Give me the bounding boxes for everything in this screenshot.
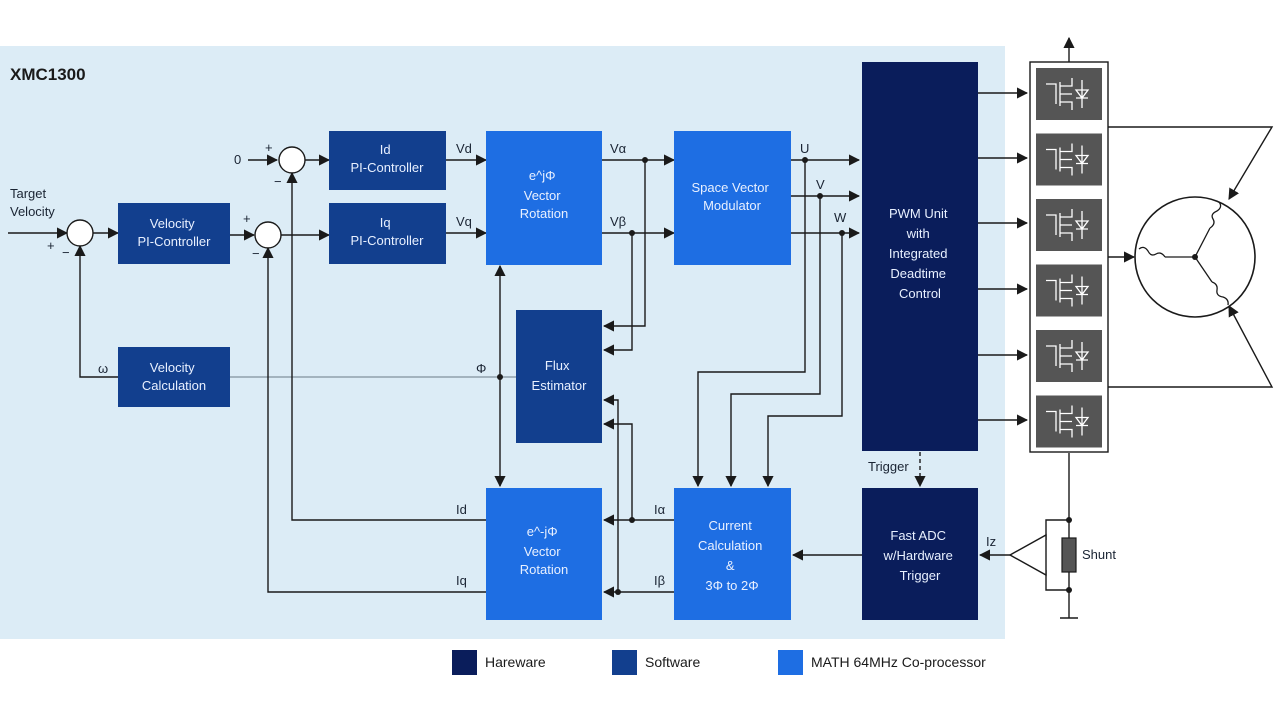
omega-label: ω: [98, 361, 108, 376]
junction-ialpha: [629, 517, 635, 523]
signal-valpha: Vα: [610, 141, 627, 156]
shunt-resistor: [1061, 537, 1077, 573]
signal-iz: Iz: [986, 534, 996, 549]
mosfet-switch-1: [1036, 68, 1102, 120]
wire-phase-c: [1069, 305, 1274, 388]
junction-v: [817, 193, 823, 199]
junction-valpha: [642, 157, 648, 163]
svm-label: Space Vector Modulator: [692, 180, 773, 213]
signal-id: Id: [456, 502, 467, 517]
sign-iq-minus: −: [252, 246, 260, 261]
junction-u: [802, 157, 808, 163]
vector-rotation-1-block: [486, 131, 602, 265]
current-calc-block: [674, 488, 791, 620]
mosfet-switch-4: [1036, 264, 1102, 317]
signal-vbeta: Vβ: [610, 214, 626, 229]
flux-estimator-block: [516, 310, 602, 443]
legend-label-software: Software: [645, 654, 700, 670]
signal-shunt: Shunt: [1082, 547, 1116, 562]
mosfet-switch-2: [1036, 133, 1102, 186]
legend-swatch-hardware: [452, 650, 477, 675]
pwm-block: [862, 62, 978, 451]
signal-w: W: [834, 210, 847, 225]
legend: Hareware Software MATH 64MHz Co-processo…: [452, 650, 986, 675]
wire-phase-a: [1069, 126, 1274, 200]
vector-rotation-2-block: [486, 488, 602, 620]
sign-velocity-minus: −: [62, 245, 70, 260]
junction-ibeta: [615, 589, 621, 595]
motor-symbol: [1134, 196, 1256, 318]
iq-pi-label: Iq PI-Controller: [351, 215, 425, 248]
wire-shunt-top: [1045, 519, 1069, 540]
junction-phi: [497, 374, 503, 380]
junction-vbeta: [629, 230, 635, 236]
mosfet-switch-6: [1036, 395, 1102, 448]
junction-w: [839, 230, 845, 236]
legend-label-hardware: Hareware: [485, 654, 546, 670]
signal-ialpha: Iα: [654, 502, 666, 517]
current-calc-label: Current Calculation & 3Φ to 2Φ: [698, 518, 766, 593]
adc-block: [862, 488, 978, 620]
id-pi-label: Id PI-Controller: [351, 142, 425, 175]
current-amplifier: [1008, 533, 1047, 577]
velocity-calc-label: Velocity Calculation: [142, 360, 206, 393]
vector-rotation-1-label: e^jΦ Vector Rotation: [520, 168, 568, 221]
vector-rotation-2-label: e^-jΦ Vector Rotation: [520, 524, 568, 577]
signal-u: U: [800, 141, 809, 156]
sum-velocity: [66, 219, 94, 247]
iq-pi-block: [329, 203, 446, 264]
signal-v: V: [816, 177, 825, 192]
target-velocity-label: Target Velocity: [10, 186, 55, 219]
wire-vbeta-flux: [602, 233, 633, 356]
junction-shunt-bottom: [1066, 587, 1072, 593]
wire-w-current: [762, 233, 843, 488]
adc-label: Fast ADC w/Hardware Trigger: [883, 528, 957, 583]
wire-valpha-flux: [602, 160, 646, 332]
sign-id-plus: +: [265, 140, 273, 155]
phi-label: Φ: [476, 361, 486, 376]
id-ref-label: 0: [234, 152, 241, 167]
wire-iq-feedback: [262, 246, 486, 593]
legend-swatch-math: [778, 650, 803, 675]
mosfet-switch-5: [1036, 330, 1102, 382]
wire-shunt-bottom: [1045, 570, 1069, 591]
legend-swatch-software: [612, 650, 637, 675]
inverter-frame: [1029, 61, 1109, 453]
wire-ibeta-flux: [602, 394, 619, 592]
junction-shunt-top: [1066, 517, 1072, 523]
wire-id-feedback: [286, 171, 486, 521]
signal-ibeta: Iβ: [654, 573, 665, 588]
inverter-switches: [1036, 68, 1102, 448]
wire-omega-feedback: [74, 244, 118, 378]
sum-iq: [254, 221, 282, 249]
mosfet-switch-3: [1036, 199, 1102, 251]
signal-iq: Iq: [456, 573, 467, 588]
sign-iq-plus: +: [243, 211, 251, 226]
sign-velocity-plus: +: [47, 238, 55, 253]
signal-vd: Vd: [456, 141, 472, 156]
wire-u-current: [692, 160, 806, 488]
velocity-pi-block: [118, 203, 230, 264]
sum-id: [278, 146, 306, 174]
wire-v-current: [725, 196, 821, 488]
panel-title: XMC1300: [10, 65, 86, 84]
wire-ialpha-flux: [602, 418, 633, 520]
signal-trigger: Trigger: [868, 459, 909, 474]
signal-vq: Vq: [456, 214, 472, 229]
sign-id-minus: −: [274, 174, 282, 189]
legend-label-math: MATH 64MHz Co-processor: [811, 654, 986, 670]
velocity-calc-block: [118, 347, 230, 407]
flux-estimator-label: Flux Estimator: [532, 358, 588, 393]
svm-block: [674, 131, 791, 265]
velocity-pi-label: Velocity PI-Controller: [138, 216, 212, 249]
id-pi-block: [329, 131, 446, 190]
pwm-label: PWM Unit with Integrated Deadtime Contro…: [889, 206, 951, 301]
